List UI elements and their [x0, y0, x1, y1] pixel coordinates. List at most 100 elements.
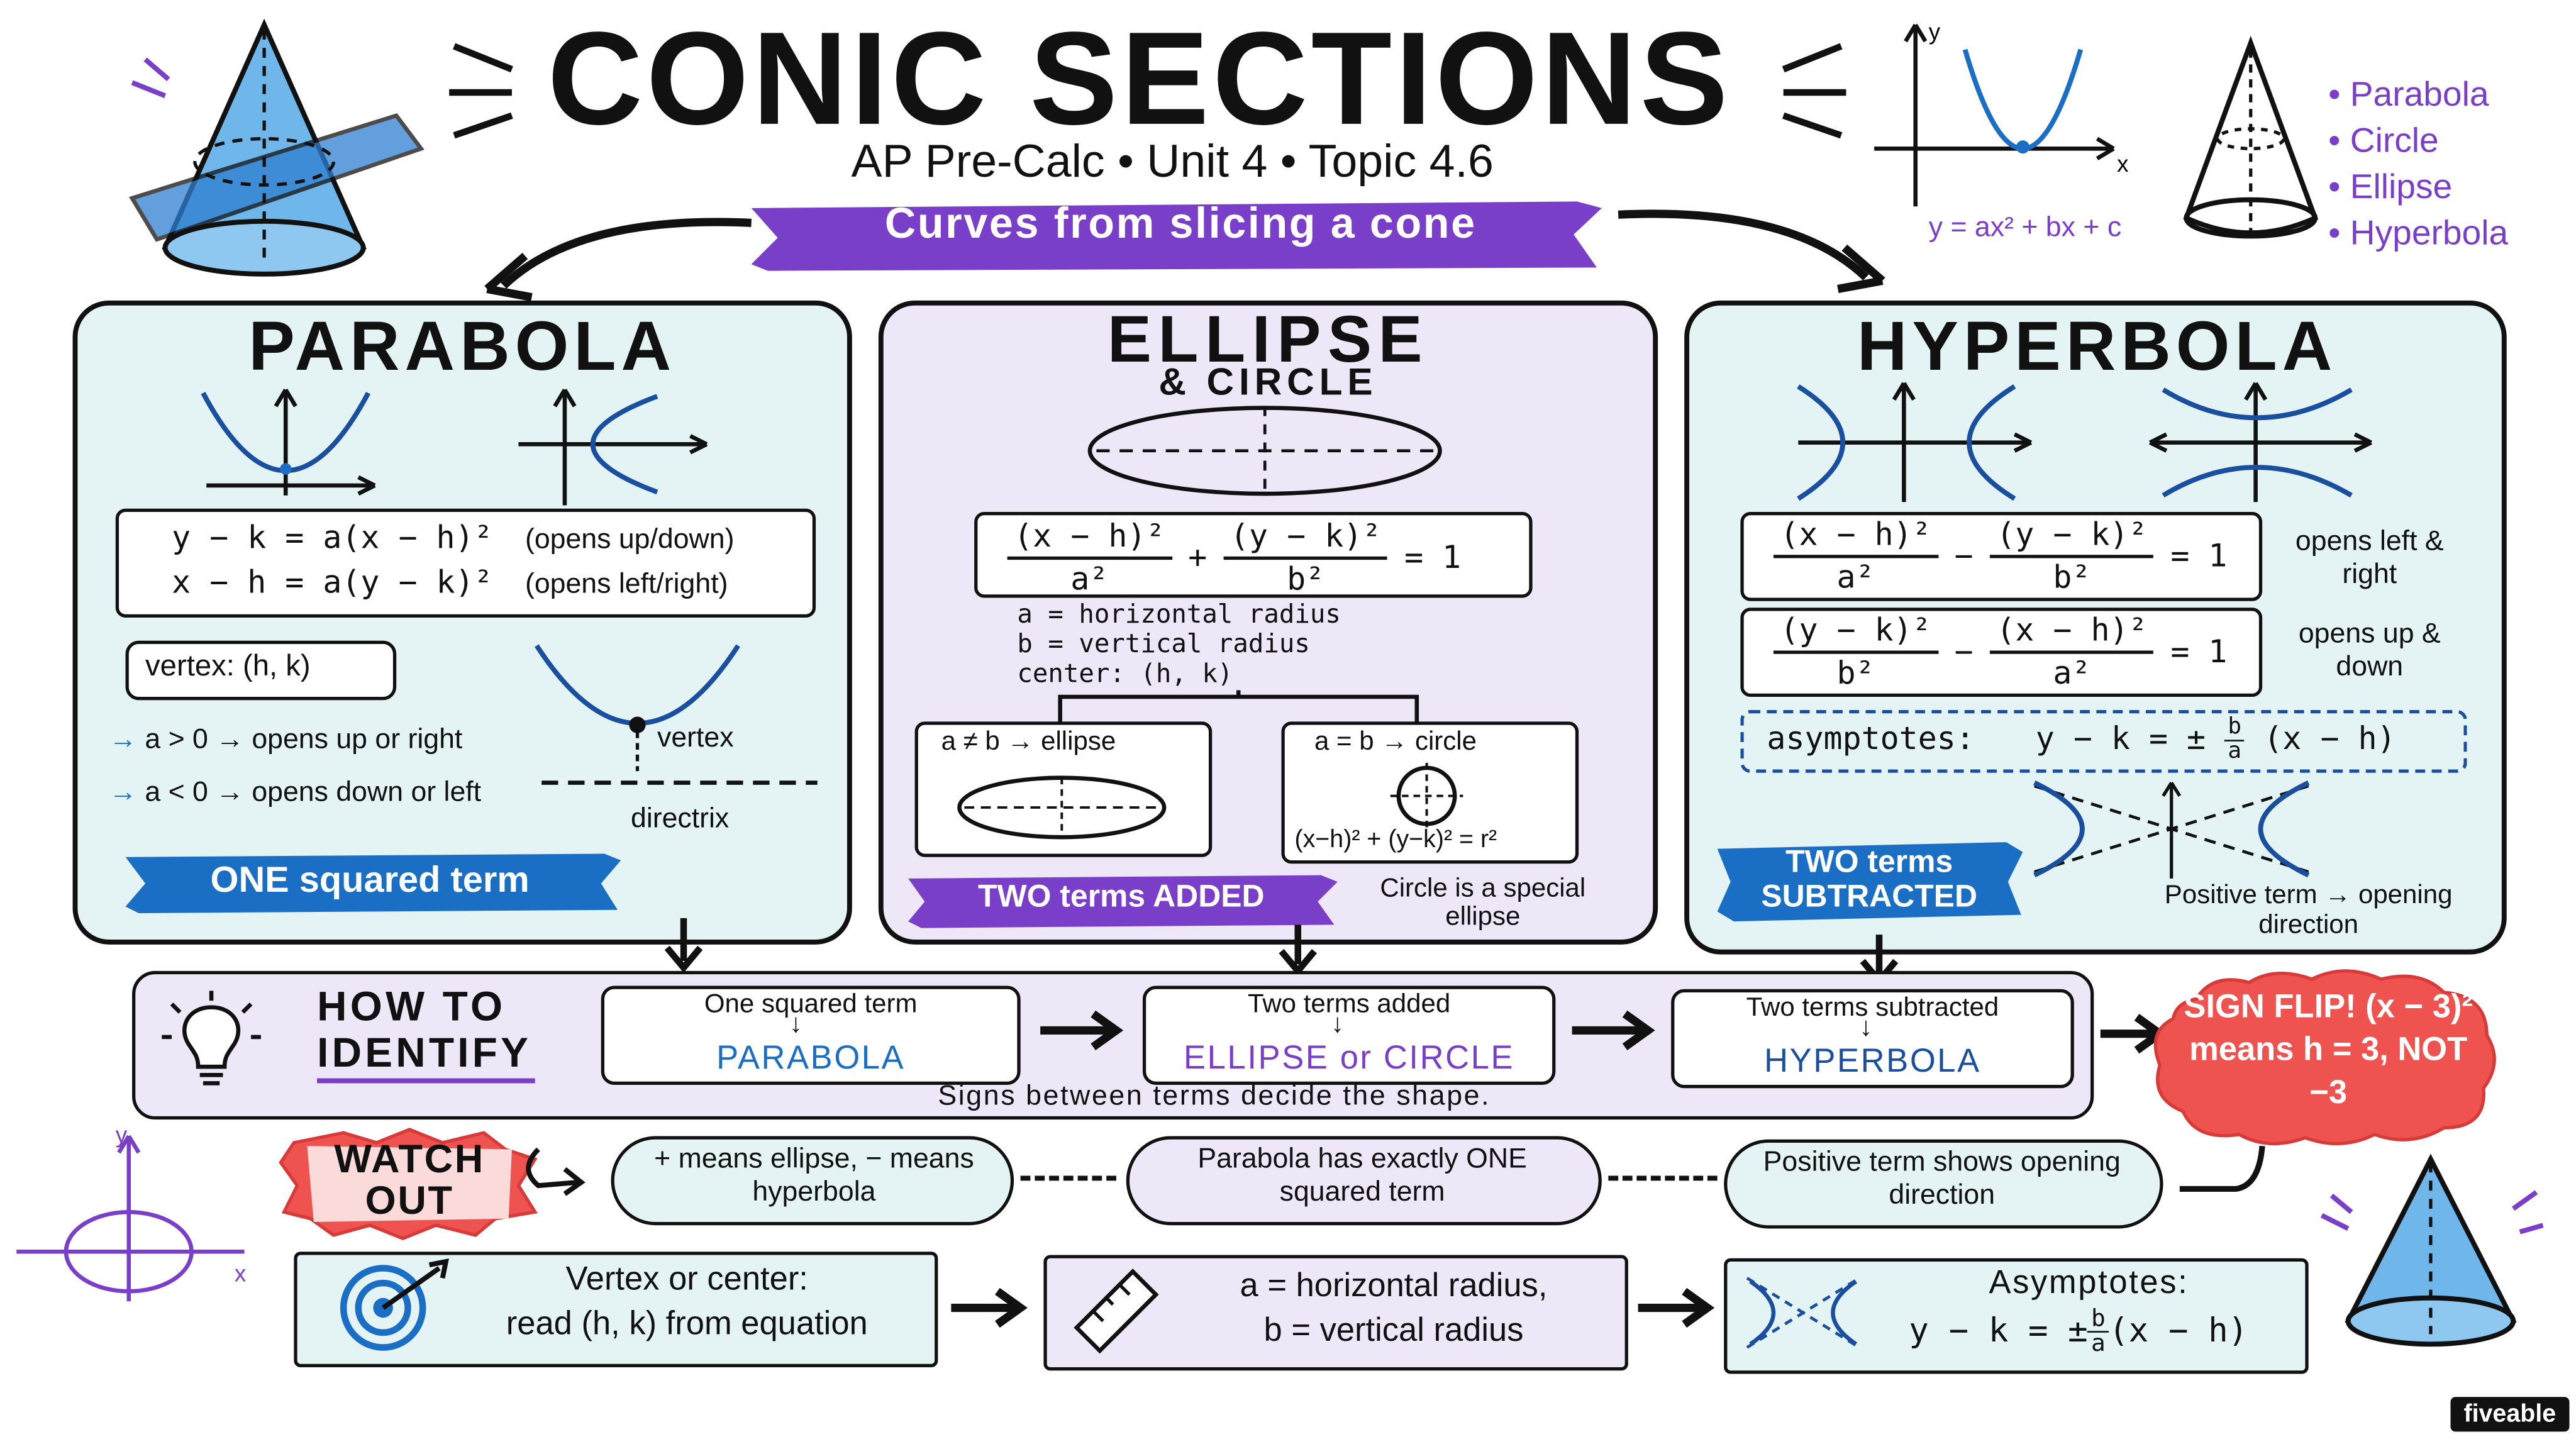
directrix-label: directrix — [630, 802, 730, 834]
title-sparkle-right-icon — [1782, 43, 1846, 139]
tip-pill-3 — [1724, 1139, 2163, 1229]
tip-1-text: + means ellipse, − means hyperbola — [654, 1142, 974, 1208]
parabola-equation-box — [115, 508, 816, 618]
parabola-rule-1: → a > 0 → opens up or right — [109, 723, 463, 755]
small-hyperbola-icon — [1746, 1277, 1860, 1349]
svg-text:x: x — [2117, 151, 2128, 177]
step-parabola-top: One squared term — [704, 991, 918, 1019]
card-asym-line1: Asymptotes: — [1989, 1265, 2189, 1302]
legend-item-parabola: • Parabola — [2328, 75, 2489, 114]
hyperbola-ud-graph-icon — [2149, 382, 2372, 502]
card-arrow-2-icon — [1638, 1287, 1715, 1328]
parabola-vertex-text: vertex: (h, k) — [145, 648, 311, 682]
parabola-up-graph-icon — [201, 388, 376, 496]
card-radius-line2: b = vertical radius — [1263, 1313, 1524, 1350]
corner-formula: y = ax² + bx + c — [1928, 211, 2122, 243]
def-b: b = vertical radius — [1017, 629, 1310, 659]
banner-ribbon — [751, 201, 1602, 271]
card-vertex-line1: Vertex or center: — [565, 1261, 808, 1298]
parabola-eq2-note: (opens left/right) — [525, 568, 728, 600]
parabola-tag: ONE squared term — [210, 858, 530, 900]
card-vertex-line2: read (h, k) from equation — [506, 1306, 868, 1343]
step-arrow-2-icon — [1572, 1010, 1655, 1050]
step-hyperbola-result: HYPERBOLA — [1764, 1043, 1981, 1080]
case-bracket-icon — [1058, 690, 1419, 727]
hyperbola-tag-ribbon — [1717, 842, 2023, 922]
blue-cone-icon — [2320, 1153, 2544, 1347]
page-title: CONIC SECTIONS — [547, 4, 1731, 152]
step-hyperbola-box — [1671, 989, 2074, 1089]
identify-title-line1: HOW TO — [317, 984, 506, 1031]
parabola-rule-2: → a < 0 → opens down or left — [109, 776, 482, 808]
signflip-text: SIGN FLIP! (x − 3)² means h = 3, NOT −3 — [2184, 989, 2473, 1112]
down-arrow-2-icon — [1279, 924, 1318, 977]
parabola-eq2: x − h = a(y − k)² — [172, 564, 493, 601]
card-arrow-1-icon — [951, 1287, 1028, 1328]
tip-connector-1 — [1020, 1175, 1116, 1181]
step-ellipse-top: Two terms added — [1248, 991, 1451, 1019]
legend-item-ellipse: • Ellipse — [2328, 168, 2453, 207]
parabola-eq1-note: (opens up/down) — [525, 523, 735, 555]
small-ellipse-icon — [957, 775, 1167, 840]
ellipse-graph-icon — [1087, 406, 1442, 496]
svg-text:y: y — [1929, 19, 1941, 45]
step-down-arrow-icon: ↓ — [1859, 1014, 1873, 1042]
asymptote-box — [1740, 710, 2467, 773]
sliced-cone-icon — [129, 18, 425, 277]
asymptote-diagram-icon — [2033, 780, 2310, 879]
parabola-tag-ribbon — [125, 853, 621, 913]
tip-pill-2 — [1126, 1136, 1602, 1226]
tip-3-text: Positive term shows opening direction — [1763, 1146, 2121, 1211]
signflip-connector-icon — [2179, 1145, 2265, 1192]
parabola-right-graph-icon — [518, 388, 708, 506]
def-a: a = horizontal radius — [1017, 599, 1341, 630]
vertex-label: vertex — [657, 721, 734, 753]
step-arrow-1-icon — [1040, 1010, 1124, 1050]
step-ellipse-box — [1142, 985, 1556, 1085]
axes-ellipse-doodle-icon: x y — [16, 1122, 246, 1302]
arrow-to-hyperbola-icon — [1618, 209, 1885, 293]
circle-case-text: a = b → circle — [1314, 728, 1477, 757]
directrix-diagram-icon — [535, 644, 818, 785]
title-sparkle-left-icon — [449, 43, 513, 139]
tip-pill-1 — [611, 1136, 1014, 1226]
banner-text: Curves from slicing a cone — [884, 198, 1477, 248]
hyperbola-note: Positive term → opening direction — [2164, 882, 2453, 940]
hyperbola-title: HYPERBOLA — [1857, 307, 2338, 385]
def-center: center: (h, k) — [1017, 658, 1233, 689]
outline-cone-icon — [2183, 35, 2319, 239]
parabola-title: PARABOLA — [248, 307, 677, 385]
conic-legend: • Parabola • Circle • Ellipse • Hyperbol… — [2328, 73, 2508, 258]
rule-arrow-icon: → — [109, 723, 137, 755]
hyperbola-lr-graph-icon — [1797, 382, 2033, 502]
arrow-to-parabola-icon — [484, 218, 752, 302]
ellipse-case-box — [914, 721, 1213, 857]
legend-item-circle: • Circle — [2328, 122, 2439, 160]
parabola-vertex-box — [125, 640, 397, 701]
watch-out-label: WATCH OUT — [334, 1138, 485, 1224]
target-icon — [340, 1258, 449, 1351]
parabola-graph-icon: y x — [1874, 19, 2128, 207]
watch-out-burst — [279, 1128, 538, 1241]
watch-out-arrow-icon — [526, 1147, 586, 1196]
small-circle-icon — [1390, 763, 1463, 830]
bottom-card-radius — [1043, 1255, 1628, 1371]
svg-text:x: x — [235, 1260, 246, 1286]
ellipse-title: ELLIPSE — [1107, 304, 1430, 377]
step-parabola-box — [601, 985, 1021, 1085]
hyperbola-eq2-note: opens up & down — [2298, 617, 2441, 682]
tip-connector-2 — [1608, 1175, 1718, 1181]
down-arrow-1-icon — [664, 918, 703, 973]
step-down-arrow-icon: ↓ — [789, 1010, 803, 1039]
ellipse-tag: TWO terms ADDED — [978, 880, 1265, 915]
circle-case-box — [1281, 721, 1579, 864]
hyperbola-tag: TWO terms SUBTRACTED — [1761, 845, 1978, 915]
ruler-icon — [1074, 1269, 1159, 1354]
brand-badge: fiveable — [2450, 1397, 2570, 1432]
signflip-cloud — [2153, 969, 2496, 1146]
ellipse-case-text: a ≠ b → ellipse — [941, 728, 1116, 757]
